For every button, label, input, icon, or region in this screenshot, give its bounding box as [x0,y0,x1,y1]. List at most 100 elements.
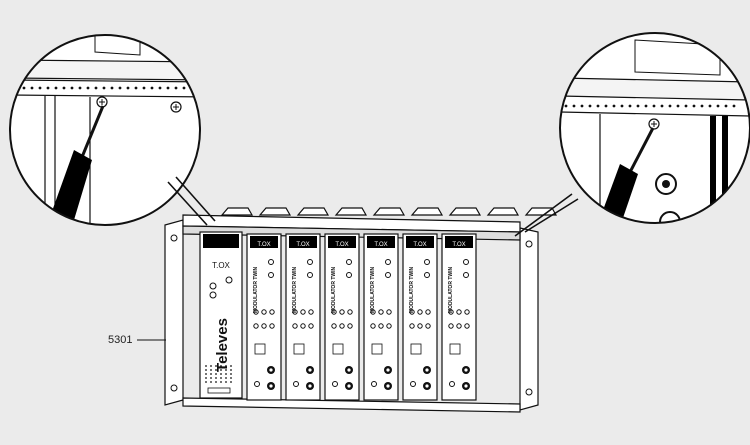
control-knob [378,309,384,315]
pointer-line-left [175,176,216,222]
rail-hole [652,104,656,108]
rail-hole [78,86,82,90]
zoom-detail-right [559,32,750,224]
control-knob [378,323,384,329]
zoom-rail [10,59,200,81]
rail-hole [126,86,130,90]
power-led [209,282,217,290]
rail-hole [134,86,138,90]
control-knob [292,323,298,329]
rail-hole [572,104,576,108]
modulator-header [289,236,317,248]
module-label [332,343,344,355]
vent-dot [220,373,222,375]
module-top-tab [448,207,482,216]
modulator-logo: T.OX [335,242,348,248]
vent-dot [220,377,222,379]
output-led [254,381,260,387]
screwdriver-shaft [626,127,655,177]
vent-dot [225,369,227,371]
vent-dot [220,369,222,371]
module-label [449,343,461,355]
rail-hole [110,86,114,90]
rail-edge [560,111,750,117]
rail-hole [564,104,568,108]
rf-connector-pin [308,368,312,372]
vent-dot [215,365,217,367]
rack-ear-right [519,227,539,411]
control-knob [417,309,423,315]
output-led [371,381,377,387]
power-led [209,291,217,299]
output-led [293,381,299,387]
status-led [463,272,469,278]
zoom-circle-border [9,34,201,226]
modulator-title: MODULATOR TWIN [331,267,337,314]
rf-connector-pin [464,368,468,372]
rail-hole [158,86,162,90]
rail-hole [604,104,608,108]
rf-connector-pin [386,368,390,372]
control-knob [456,309,462,315]
rf-connector-pin [662,180,670,188]
control-knob [339,323,345,329]
control-knob [261,309,267,315]
screw-slot [99,99,105,105]
vent-dot [205,365,207,367]
module-top-tab [296,207,330,216]
rail-hole [588,104,592,108]
control-knob [464,309,470,315]
modulator-title: MODULATOR TWIN [370,267,376,314]
control-knob [386,323,392,329]
zoom-circle-border [559,32,750,224]
power-led [225,276,233,284]
control-knob [253,323,259,329]
modulator-title: MODULATOR TWIN [448,267,454,314]
rack-ear-left [164,219,184,406]
rf-connector-pin [347,384,351,388]
module-top-tab [410,207,444,216]
vent-dot [225,377,227,379]
modulator-header [250,236,278,248]
module-top-tab [220,207,254,216]
vent-dot [205,381,207,383]
vent-dot [220,381,222,383]
control-knob [409,309,415,315]
status-led [424,259,430,265]
rf-connector-pin [347,368,351,372]
modulator-logo: T.OX [413,242,426,248]
modulator-module: T.OX MODULATOR TWIN [324,233,360,401]
rail-hole [724,104,728,108]
rail-hole [118,86,122,90]
control-knob [331,309,337,315]
zoom-left-content [10,35,200,225]
control-knob [347,309,353,315]
control-knob [448,309,454,315]
rail-hole [716,104,720,108]
rail-hole [676,104,680,108]
power-supply-logo: T.OX [212,261,230,270]
rail-hole [580,104,584,108]
screw-slot [651,121,657,127]
status-led [385,272,391,278]
vent-dot [225,365,227,367]
rail-hole [198,86,200,90]
control-knob [269,323,275,329]
modulator-panel [363,233,399,401]
status-led [424,272,430,278]
rail-hole [628,104,632,108]
vent-dot [215,373,217,375]
rail-hole [62,86,66,90]
output-led [332,381,338,387]
rail-hole [644,104,648,108]
status-led [307,272,313,278]
zoom-tab [634,39,721,76]
module-label [371,343,383,355]
part-number-label: 5301 [108,334,133,346]
rail-hole [668,104,672,108]
modulator-title: MODULATOR TWIN [253,267,259,314]
vent-dot [210,381,212,383]
